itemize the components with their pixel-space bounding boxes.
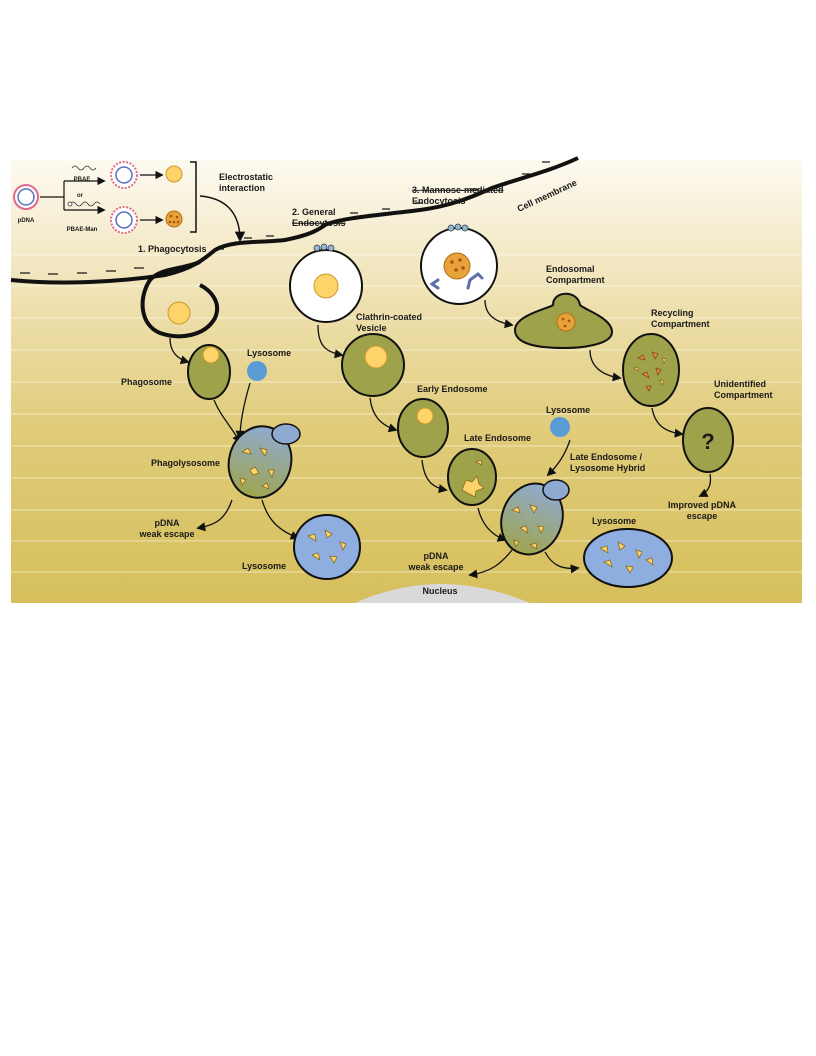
- phagosome-label: Phagosome: [121, 377, 172, 387]
- question-mark: ?: [701, 429, 714, 454]
- electrostatic-label-2: interaction: [219, 183, 265, 193]
- clathrin-vesicle-label-2: Vesicle: [356, 323, 387, 333]
- weak-escape-left-2: weak escape: [138, 529, 194, 539]
- weak-escape-middle-1: pDNA: [424, 551, 449, 561]
- mannose-endocytosis-label-1: 3. Mannose-mediated: [412, 185, 504, 195]
- mannose-endocytosis-label-2: Endocytosis: [412, 196, 466, 206]
- weak-escape-middle-2: weak escape: [407, 562, 463, 572]
- pbae-man-label: PBAE-Man: [67, 227, 98, 233]
- membrane-charges: [20, 161, 550, 275]
- late-endosome-lysosome-hybrid: [500, 479, 570, 556]
- improved-escape-label-1: Improved pDNA: [668, 500, 737, 510]
- phagocytic-cup: [140, 260, 220, 339]
- background-stripes: [11, 254, 802, 573]
- mannose-receptor-pit: [420, 223, 498, 305]
- clathrin-pit: [289, 243, 363, 323]
- or-label: or: [77, 193, 84, 199]
- early-endosome-label: Early Endosome: [417, 384, 488, 394]
- nucleus-label: Nucleus: [422, 586, 457, 596]
- unidentified-compartment: [682, 407, 734, 473]
- pbae-complex-icon: [110, 161, 138, 189]
- lysosome-bottom-right: [583, 528, 673, 588]
- phagolysosome-label: Phagolysosome: [151, 458, 220, 468]
- recycling-compartment: [622, 333, 680, 407]
- endosomal-label-1: Endosomal: [546, 264, 595, 274]
- polyplex-formation-legend: pDNA PBAE or PBAE-Man: [13, 161, 197, 234]
- weak-escape-left-1: pDNA: [155, 518, 180, 528]
- phagosome: [187, 344, 231, 400]
- lysosome-middle-label: Lysosome: [546, 405, 590, 415]
- electrostatic-arrow: [199, 195, 246, 243]
- grouping-bracket: [190, 161, 197, 233]
- lysosome-dot-left: [247, 361, 267, 381]
- pbae-label: PBAE: [74, 177, 91, 183]
- recycling-label-2: Compartment: [651, 319, 710, 329]
- general-endocytosis-label-2: Endocytosis: [292, 218, 346, 228]
- lysosome-bottom-left: [293, 514, 361, 580]
- phagolysosome: [227, 423, 301, 499]
- early-endosome: [397, 398, 449, 458]
- endosomal-label-2: Compartment: [546, 275, 605, 285]
- lysosome-dot-middle: [550, 417, 570, 437]
- pbae-man-polymer-icon: [69, 201, 101, 207]
- pdna-label: pDNA: [18, 218, 35, 224]
- endosomal-compartment: [513, 292, 614, 350]
- pbae-polyplex-icon: [165, 165, 183, 183]
- lysosome-bottom-right-label: Lysosome: [592, 516, 636, 526]
- nucleus: [355, 584, 530, 603]
- unidentified-label-1: Unidentified: [714, 379, 766, 389]
- pbae-man-polyplex-icon: [165, 210, 183, 228]
- hybrid-label-2: Lysosome Hybrid: [570, 463, 645, 473]
- pbae-man-complex-icon: [110, 206, 138, 234]
- late-endosome-label: Late Endosome: [464, 433, 531, 443]
- phagocytosis-label: 1. Phagocytosis: [138, 244, 207, 254]
- recycling-label-1: Recycling: [651, 308, 694, 318]
- improved-escape-label-2: escape: [687, 511, 718, 521]
- cell-membrane: [10, 156, 579, 285]
- late-endosome: [447, 448, 497, 506]
- lysosome-top-left-label: Lysosome: [247, 348, 291, 358]
- lysosome-bottom-left-label: Lysosome: [242, 561, 286, 571]
- general-endocytosis-label-1: 2. General: [292, 207, 336, 217]
- phagocytosed-polyplex: [167, 301, 191, 325]
- unidentified-label-2: Compartment: [714, 390, 773, 400]
- pbae-polymer-icon: [71, 165, 97, 171]
- clathrin-vesicle-label-1: Clathrin-coated: [356, 312, 422, 322]
- electrostatic-label-1: Electrostatic: [219, 172, 273, 182]
- hybrid-label-1: Late Endosome /: [570, 452, 643, 462]
